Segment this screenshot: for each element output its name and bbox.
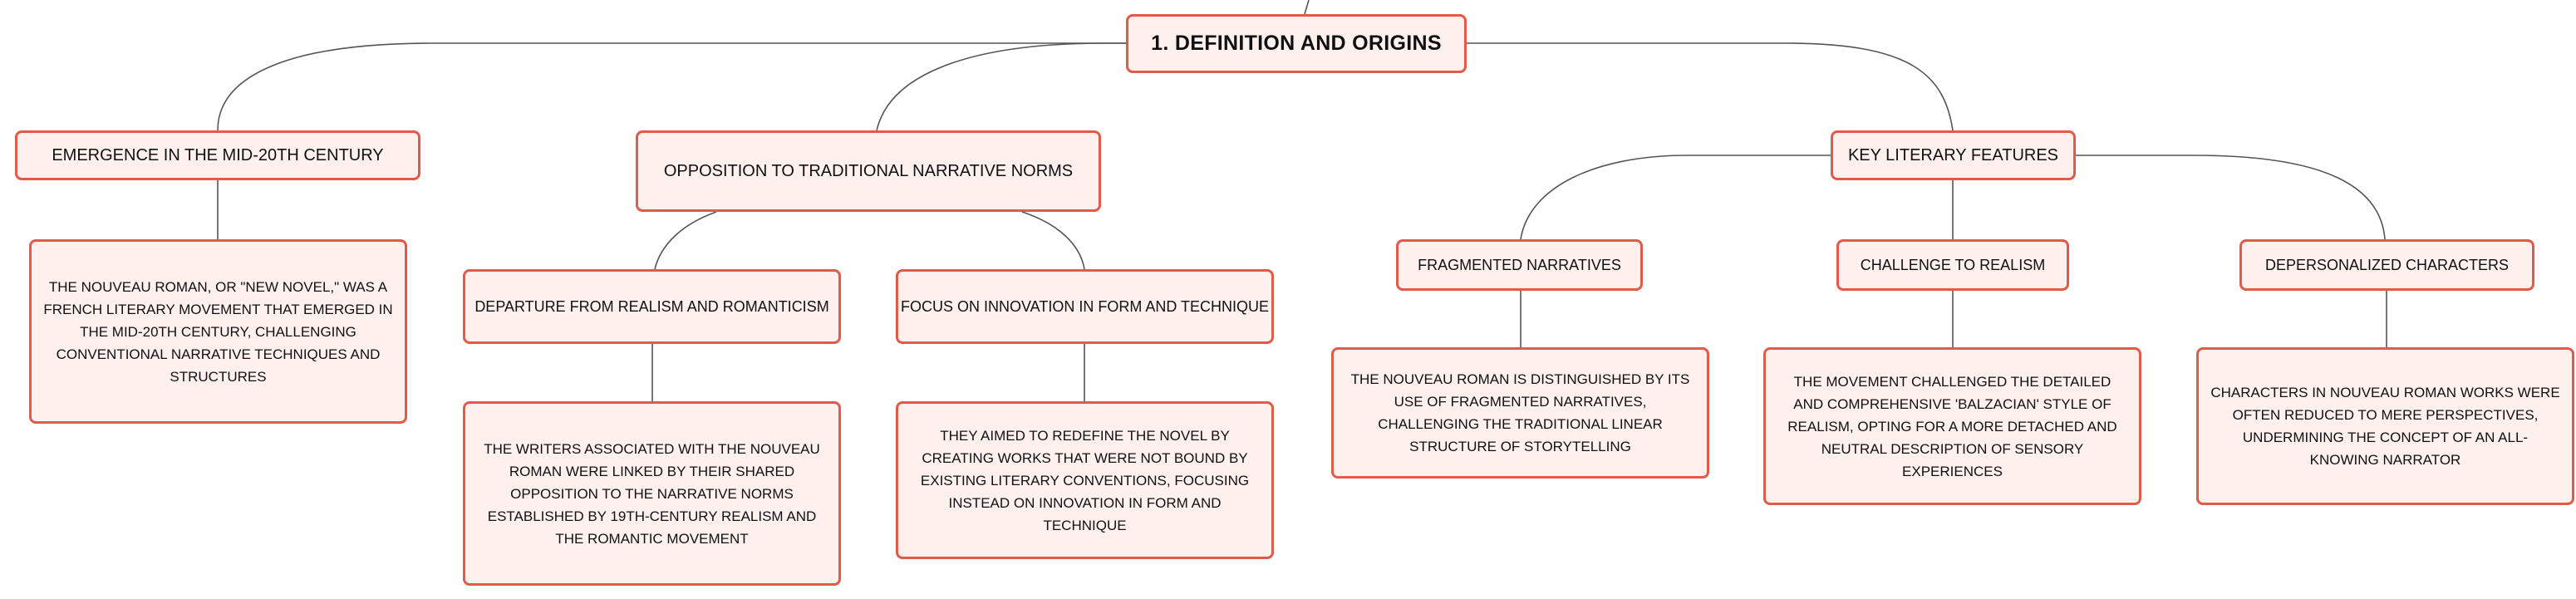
detail-node-realism-text: THE MOVEMENT CHALLENGED THE DETAILED AND… (1787, 373, 2117, 479)
connector-features-to-characters (2075, 155, 2386, 240)
sub-node-fragmented-label: FRAGMENTED NARRATIVES (1418, 256, 1621, 273)
connector-parent-stub (1304, 0, 1310, 15)
detail-node-departure-text: THE WRITERS ASSOCIATED WITH THE NOUVEAU … (484, 440, 820, 547)
detail-node-innovation-text: THEY AIMED TO REDEFINE THE NOVEL BY CREA… (920, 427, 1250, 533)
connector-opposition-to-departure (654, 211, 717, 270)
sub-node-characters[interactable]: DEPERSONALIZED CHARACTERS (2239, 239, 2534, 291)
branch-node-emergence[interactable]: EMERGENCE IN THE MID-20TH CENTURY (15, 130, 420, 180)
connector-features-to-fragmented (1520, 155, 1835, 240)
branch-node-features[interactable]: KEY LITERARY FEATURES (1831, 130, 2076, 180)
connector-opposition-to-innovation (1021, 211, 1085, 270)
detail-node-innovation[interactable]: THEY AIMED TO REDEFINE THE NOVEL BY CREA… (896, 401, 1274, 559)
detail-node-characters-text: CHARACTERS IN NOUVEAU ROMAN WORKS WERE O… (2210, 385, 2560, 468)
sub-node-fragmented[interactable]: FRAGMENTED NARRATIVES (1396, 239, 1643, 291)
sub-node-innovation-label: FOCUS ON INNOVATION IN FORM AND TECHNIQU… (900, 297, 1270, 315)
root-node[interactable]: 1. DEFINITION AND ORIGINS (1126, 14, 1467, 73)
connector-root-to-emergence (217, 42, 1126, 131)
detail-node-fragmented-text: THE NOUVEAU ROMAN IS DISTINGUISHED BY IT… (1350, 371, 1690, 454)
branch-node-emergence-label: EMERGENCE IN THE MID-20TH CENTURY (52, 145, 384, 164)
detail-node-departure[interactable]: THE WRITERS ASSOCIATED WITH THE NOUVEAU … (463, 401, 841, 586)
branch-node-opposition-label: OPPOSITION TO TRADITIONAL NARRATIVE NORM… (663, 161, 1074, 180)
detail-node-characters[interactable]: CHARACTERS IN NOUVEAU ROMAN WORKS WERE O… (2196, 347, 2574, 505)
connector-root-to-opposition (876, 42, 1126, 131)
sub-node-innovation[interactable]: FOCUS ON INNOVATION IN FORM AND TECHNIQU… (896, 269, 1274, 344)
sub-node-departure[interactable]: DEPARTURE FROM REALISM AND ROMANTICISM (463, 269, 841, 344)
sub-node-realism-label: CHALLENGE TO REALISM (1860, 256, 2046, 273)
detail-node-fragmented[interactable]: THE NOUVEAU ROMAN IS DISTINGUISHED BY IT… (1331, 347, 1709, 479)
sub-node-characters-label: DEPERSONALIZED CHARACTERS (2264, 256, 2510, 273)
sub-node-realism[interactable]: CHALLENGE TO REALISM (1836, 239, 2069, 291)
connector-root-to-features (1467, 42, 1954, 131)
branch-node-features-label: KEY LITERARY FEATURES (1847, 145, 2059, 164)
sub-node-departure-label: DEPARTURE FROM REALISM AND ROMANTICISM (474, 297, 829, 315)
root-node-label: 1. DEFINITION AND ORIGINS (1151, 32, 1442, 55)
detail-node-realism[interactable]: THE MOVEMENT CHALLENGED THE DETAILED AND… (1763, 347, 2141, 505)
branch-node-opposition[interactable]: OPPOSITION TO TRADITIONAL NARRATIVE NORM… (636, 130, 1101, 212)
detail-node-emergence-text: THE NOUVEAU ROMAN, OR "NEW NOVEL," WAS A… (43, 278, 393, 385)
detail-node-emergence[interactable]: THE NOUVEAU ROMAN, OR "NEW NOVEL," WAS A… (29, 239, 407, 424)
